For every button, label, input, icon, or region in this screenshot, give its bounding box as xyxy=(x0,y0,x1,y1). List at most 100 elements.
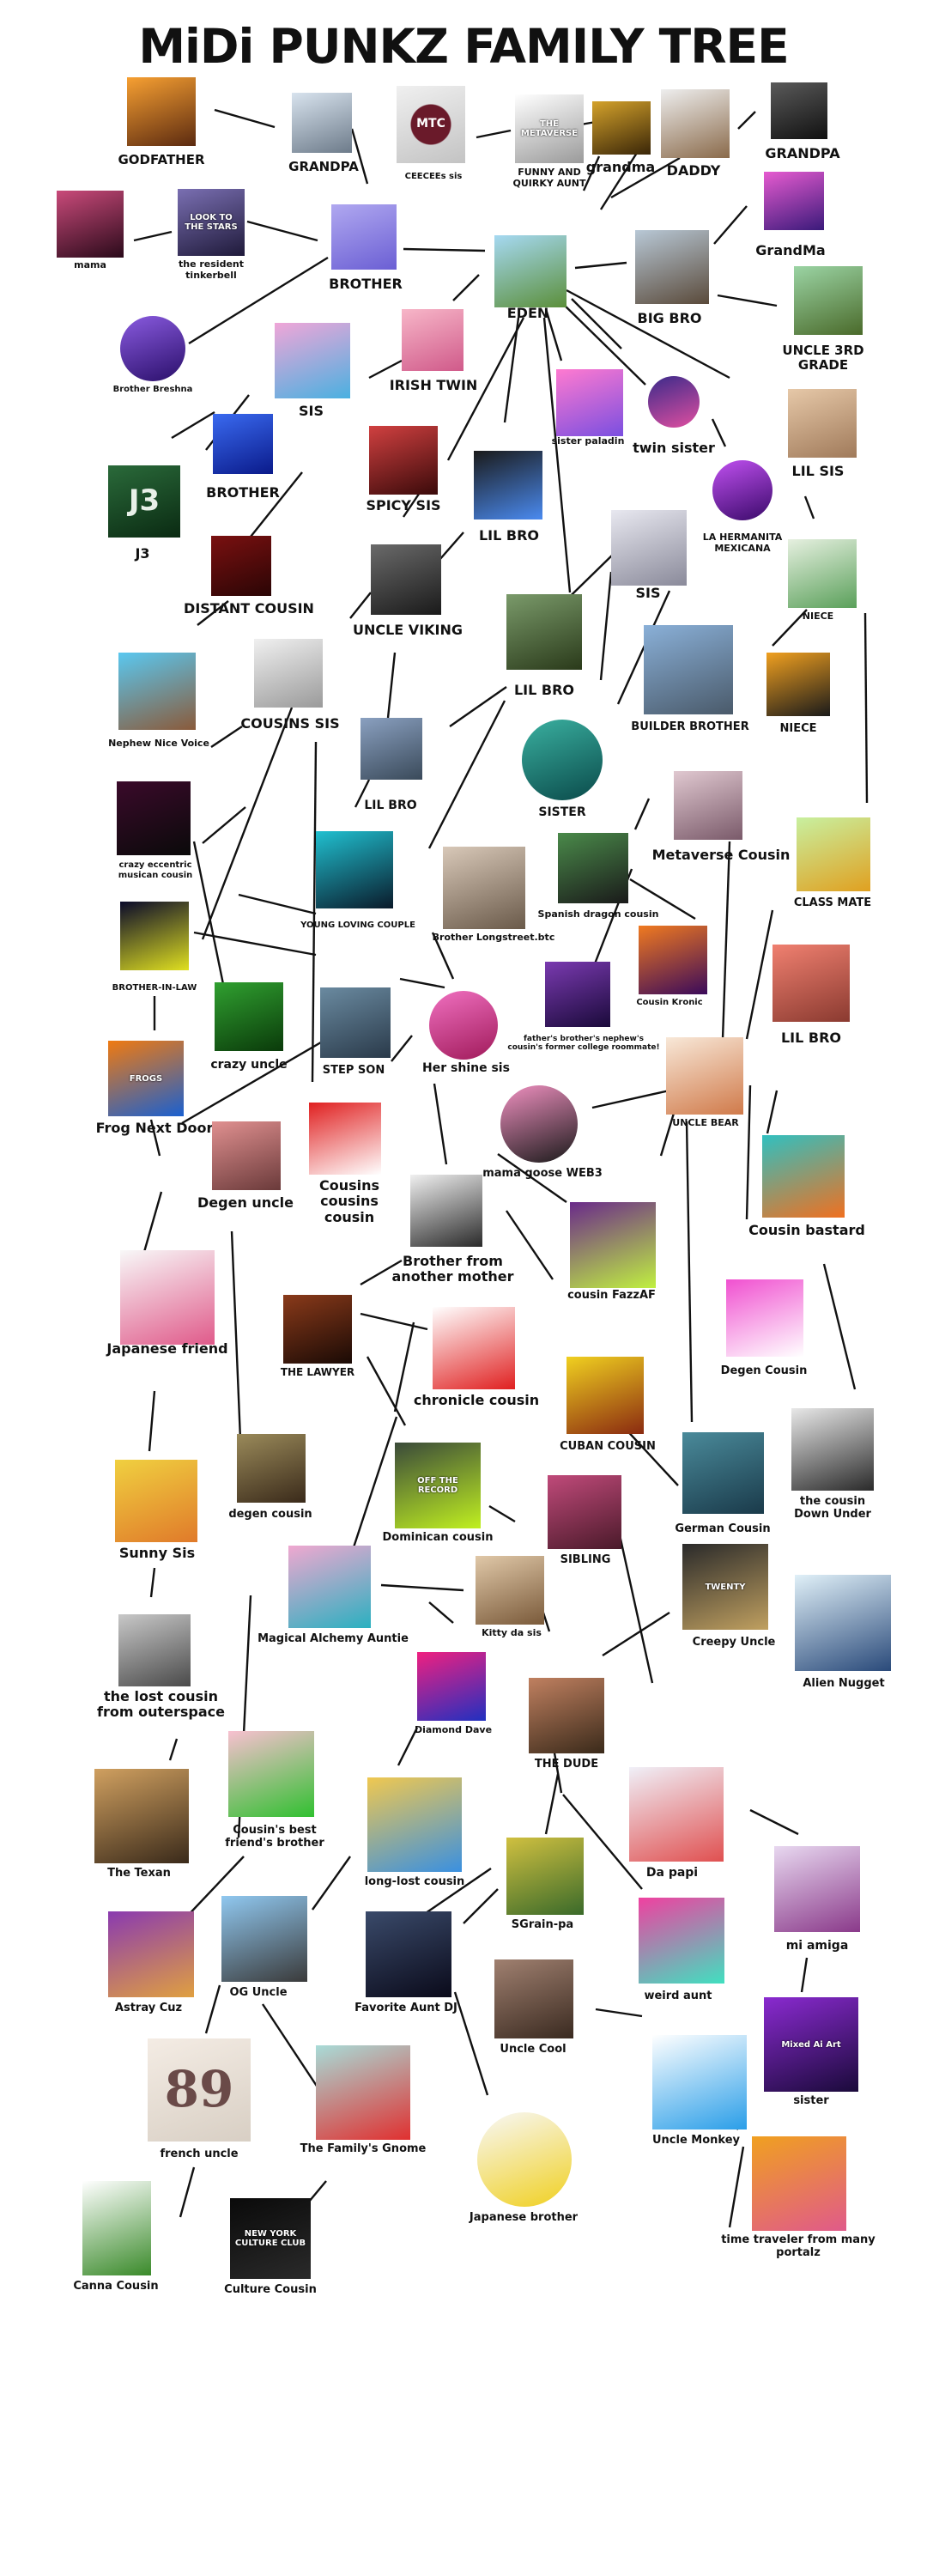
connector-line xyxy=(238,893,317,915)
avatar xyxy=(506,1838,584,1915)
avatar xyxy=(788,539,857,608)
member-label: Culture Cousin xyxy=(224,2283,317,2296)
connector-line xyxy=(595,2008,643,2018)
connector-line xyxy=(427,700,506,849)
connector-line xyxy=(449,686,507,727)
avatar-art-text: J3 xyxy=(128,483,161,519)
avatar xyxy=(771,82,827,139)
connector-line xyxy=(621,1425,679,1486)
avatar xyxy=(94,1769,189,1863)
connector-line xyxy=(633,798,651,830)
avatar xyxy=(712,460,772,520)
member-label: Favorite Aunt DJ xyxy=(354,2002,457,2014)
connector-line xyxy=(399,977,445,989)
avatar xyxy=(682,1432,764,1514)
avatar xyxy=(506,594,582,670)
avatar xyxy=(309,1103,381,1175)
member-label: The Texan xyxy=(107,1867,171,1880)
avatar xyxy=(82,2181,151,2275)
connector-line xyxy=(453,1991,489,2096)
avatar xyxy=(443,847,525,929)
avatar xyxy=(221,1896,307,1982)
avatar: J3 xyxy=(108,465,180,538)
avatar xyxy=(522,720,603,800)
avatar xyxy=(766,653,830,716)
connector-line xyxy=(566,289,730,380)
member-label: SIBLING xyxy=(560,1553,611,1566)
connector-line xyxy=(148,1390,156,1452)
member-label: LA HERMANITA MEXICANA xyxy=(702,532,783,554)
connector-line xyxy=(562,1794,643,1890)
member-label: LIL BRO xyxy=(478,527,540,544)
connector-line xyxy=(391,1035,413,1062)
member-label: SPICY SIS xyxy=(366,497,441,513)
connector-line xyxy=(599,152,639,210)
connector-line xyxy=(544,308,563,361)
member-label: J3 xyxy=(135,545,150,562)
member-label: french uncle xyxy=(160,2148,239,2160)
member-label: Canna Cousin xyxy=(73,2280,159,2293)
connector-line xyxy=(214,108,276,129)
connector-line xyxy=(602,1611,670,1657)
avatar xyxy=(774,1846,860,1932)
avatar xyxy=(369,426,438,495)
connector-line xyxy=(803,495,815,519)
avatar xyxy=(794,266,863,335)
avatar xyxy=(237,1434,306,1503)
member-label: Kitty da sis xyxy=(482,1627,542,1638)
member-label: Cousin bastard xyxy=(748,1222,865,1238)
avatar xyxy=(211,536,271,596)
connector-line xyxy=(397,1727,419,1766)
avatar xyxy=(474,451,542,519)
member-label: UNCLE BEAR xyxy=(672,1117,739,1128)
avatar xyxy=(652,2035,747,2129)
connector-line xyxy=(360,1312,428,1331)
avatar xyxy=(275,323,350,398)
connector-line xyxy=(800,1957,809,1993)
member-label: Brother Breshna xyxy=(112,385,193,394)
avatar: TWENTY xyxy=(682,1544,768,1630)
connector-line xyxy=(349,592,372,619)
avatar xyxy=(292,93,352,153)
member-label: CEECEEs sis xyxy=(404,172,463,181)
member-label: UNCLE 3RD GRADE xyxy=(782,343,864,374)
member-label: Her shine sis xyxy=(422,1061,510,1075)
connector-line xyxy=(745,1084,752,1220)
avatar: LOOK TO THE STARS xyxy=(178,189,245,256)
connector-line xyxy=(179,2166,196,2218)
connector-line xyxy=(721,841,731,1040)
avatar xyxy=(213,414,273,474)
member-label: Cousin's best friend's brother xyxy=(225,1824,324,1850)
member-label: crazy eccentric musican cousin xyxy=(118,860,193,880)
connector-line xyxy=(149,1119,161,1157)
avatar xyxy=(611,510,687,586)
avatar xyxy=(762,1135,845,1218)
member-label: twin sister xyxy=(633,440,715,456)
connector-line xyxy=(503,317,520,423)
member-label: SIS xyxy=(299,403,324,419)
avatar xyxy=(127,77,196,146)
connector-line xyxy=(360,1259,403,1286)
member-label: Astray Cuz xyxy=(114,2002,183,2014)
member-label: BROTHER-IN-LAW xyxy=(112,983,197,993)
member-label: STEP SON xyxy=(322,1064,385,1077)
member-label: sister paladin xyxy=(551,435,625,447)
member-label: Da papi xyxy=(645,1866,699,1880)
member-label: NIECE xyxy=(779,722,817,735)
avatar xyxy=(494,1959,573,2038)
connector-line xyxy=(582,155,601,191)
avatar xyxy=(316,831,393,908)
connector-line xyxy=(544,1773,560,1835)
avatar xyxy=(674,771,742,840)
connector-line xyxy=(629,878,696,920)
member-label: EDEN xyxy=(506,305,549,321)
member-label: UNCLE VIKING xyxy=(352,622,464,638)
connector-line xyxy=(308,2180,327,2202)
avatar xyxy=(215,982,283,1051)
avatar xyxy=(288,1546,371,1628)
avatar-art-text: NEW YORK CULTURE CLUB xyxy=(234,2229,306,2248)
avatar xyxy=(117,781,191,855)
connector-line xyxy=(393,1321,415,1413)
avatar xyxy=(566,1357,644,1434)
